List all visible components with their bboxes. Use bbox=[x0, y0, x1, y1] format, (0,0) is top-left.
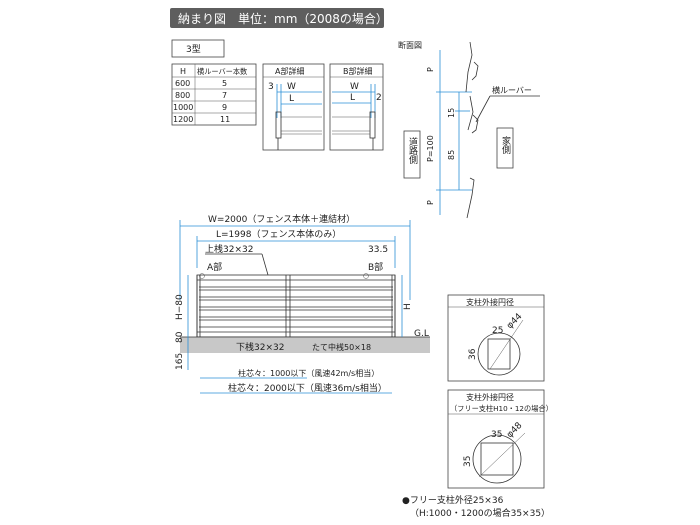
louver-table-cell: 5 bbox=[222, 79, 227, 88]
section-house-side-box bbox=[496, 127, 514, 169]
detail-b-frame bbox=[329, 63, 384, 151]
post-circle-2-post bbox=[480, 442, 514, 476]
louver-table-cell: 9 bbox=[222, 103, 227, 112]
louver-table-cell: 1000 bbox=[173, 103, 193, 112]
post-circle-2-circle bbox=[472, 434, 522, 484]
louver-table-frame bbox=[171, 63, 257, 126]
post-circle-1-circle bbox=[477, 332, 521, 376]
post-circle-2-dim-35b: 35 bbox=[463, 456, 473, 467]
elev-upper-rail-leader-tip bbox=[261, 253, 269, 276]
detail-a-post bbox=[275, 111, 282, 139]
elev-dim-h80: H−80 bbox=[175, 294, 185, 320]
post-circle-1-title: 支柱外接円径 bbox=[466, 297, 514, 307]
detail-b-title: B部詳細 bbox=[343, 66, 373, 76]
post-circle-2-subtitle: （フリー支柱H10・12の場合） bbox=[450, 404, 553, 413]
section-louver-blade bbox=[466, 177, 475, 219]
elev-ground bbox=[180, 337, 430, 353]
section-louver-blade bbox=[465, 41, 473, 93]
detail-b-dim-l: L bbox=[350, 93, 355, 103]
section-louver-label: 横ルーバー bbox=[492, 85, 532, 95]
section-road-side-box bbox=[403, 130, 421, 179]
elev-dim-h: H bbox=[403, 303, 413, 310]
section-p-top: P bbox=[426, 67, 435, 72]
section-louver-blade bbox=[471, 114, 479, 134]
header-title: 納まり図 単位：mm（2008の場合） bbox=[178, 11, 388, 26]
louver-table-header-h: H bbox=[180, 67, 186, 76]
section-louver-blade bbox=[467, 95, 474, 131]
elev-dim-165: 165 bbox=[175, 353, 185, 370]
elev-lower-rail: 下桟32×32 bbox=[236, 341, 284, 353]
post-circle-1-dim-36: 36 bbox=[468, 348, 478, 360]
footnote-line2: （H:1000・1200の場合35×35） bbox=[410, 507, 550, 519]
elev-part-b: B部 bbox=[368, 261, 383, 273]
header: 納まり図 単位：mm（2008の場合） bbox=[170, 8, 388, 28]
post-circle-2-title: 支柱外接円径 bbox=[466, 392, 514, 402]
post-circle-2-dim-35a: 35 bbox=[491, 430, 502, 440]
louver-table-cell: 600 bbox=[175, 79, 190, 88]
louver-table-cell: 1200 bbox=[173, 115, 193, 124]
post-circle-1: 支柱外接円径 25 φ44 36 bbox=[447, 294, 545, 382]
section-dim-85: 85 bbox=[447, 150, 456, 160]
section-louver-leader bbox=[475, 95, 491, 123]
elev-dim-80: 80 bbox=[175, 331, 185, 343]
louver-table-cell: 11 bbox=[220, 115, 230, 124]
section-house-side: 家側 bbox=[500, 135, 511, 154]
header-bar bbox=[170, 8, 384, 28]
elev-length-body: L=1998（フェンス本体のみ） bbox=[216, 228, 341, 240]
section-louver-blade bbox=[471, 61, 479, 81]
post-circle-2-diameter bbox=[478, 432, 526, 478]
detail-a-title: A部詳細 bbox=[275, 66, 304, 76]
type-label-frame bbox=[171, 39, 225, 58]
detail-a-dim-w: W bbox=[287, 82, 296, 92]
detail-a: A部詳細 3 W L bbox=[262, 63, 325, 151]
footnote-line1: ●フリー支柱外径25×36 bbox=[402, 494, 504, 506]
elev-post-pitch-2: 柱芯々：2000以下（風速36m/s相当） bbox=[228, 382, 387, 394]
post-circle-1-post bbox=[487, 338, 511, 370]
post-circle-1-dim-25: 25 bbox=[492, 326, 503, 336]
detail-a-frame bbox=[262, 63, 325, 151]
louver-table: H 横ルーバー本数 600 5 800 7 1000 9 1200 11 bbox=[171, 63, 257, 126]
section-dim-15: 15 bbox=[447, 108, 456, 118]
section-title: 断面図 bbox=[398, 40, 422, 50]
elev-width-total: W=2000（フェンス本体＋連結材） bbox=[208, 213, 355, 225]
elev-dim-33-5: 33.5 bbox=[368, 245, 388, 255]
louver-table-cell: 7 bbox=[222, 91, 227, 100]
elev-part-a-marker bbox=[199, 273, 205, 279]
detail-b-dim-w: W bbox=[350, 82, 359, 92]
type-label-box: 3型 bbox=[171, 39, 225, 58]
post-circle-1-frame bbox=[447, 294, 545, 382]
section-p-bottom: P bbox=[426, 200, 435, 205]
footnote: ●フリー支柱外径25×36 （H:1000・1200の場合35×35） bbox=[402, 494, 550, 519]
elev-part-b-marker bbox=[363, 273, 369, 279]
detail-b: B部詳細 W L 2 bbox=[329, 63, 384, 151]
detail-b-dim-2: 2 bbox=[376, 93, 382, 103]
post-circle-1-diameter bbox=[489, 319, 524, 370]
elev-upper-rail: 上桟32×32 bbox=[205, 243, 253, 255]
louver-table-header-count: 横ルーバー本数 bbox=[197, 67, 247, 76]
post-circle-2: 支柱外接円径 （フリー支柱H10・12の場合） 35 φ48 35 bbox=[447, 389, 553, 489]
elev-post-pitch-1: 柱芯々：1000以下（風速42m/s相当） bbox=[238, 368, 379, 378]
elev-fence-frame bbox=[196, 274, 396, 338]
louver-table-cell: 800 bbox=[175, 91, 190, 100]
elev-ground-label: G.L bbox=[414, 329, 429, 339]
detail-a-dim-3: 3 bbox=[268, 82, 274, 92]
section-road-side: 道路側 bbox=[407, 136, 418, 164]
section-view: 断面図 P P P=100 15 85 横ルーバー 道路側 家側 bbox=[398, 40, 540, 219]
section-p-pitch: P=100 bbox=[426, 135, 435, 162]
type-label: 3型 bbox=[186, 44, 201, 55]
front-elevation: W=2000（フェンス本体＋連結材） L=1998（フェンス本体のみ） 上桟32… bbox=[175, 213, 430, 394]
post-circle-2-frame bbox=[447, 389, 545, 489]
detail-a-dim-l: L bbox=[289, 94, 294, 104]
elev-part-a: A部 bbox=[207, 261, 222, 273]
elev-mid-rail: たて中桟50×18 bbox=[312, 342, 371, 352]
detail-b-post bbox=[369, 111, 376, 139]
